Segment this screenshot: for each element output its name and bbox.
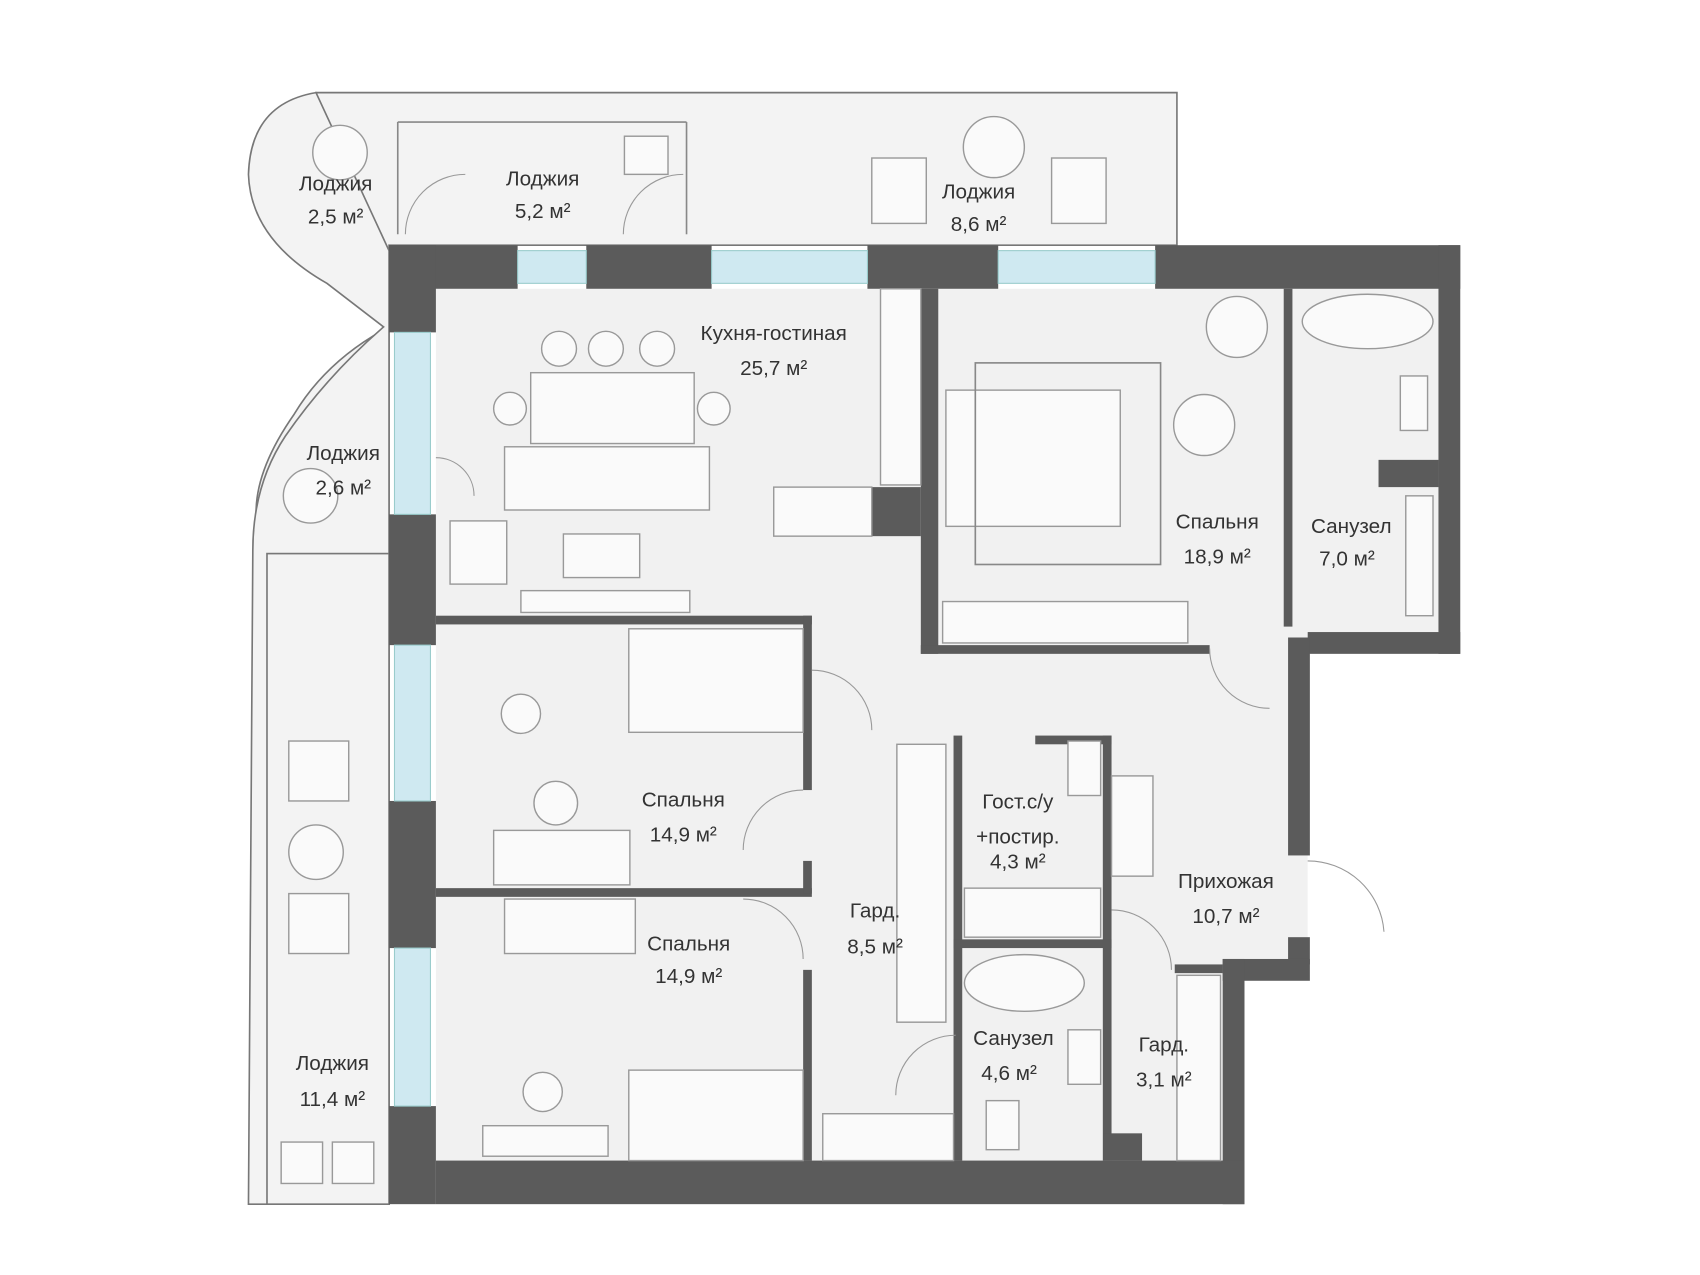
bed-master: [945, 389, 1121, 528]
furniture: [280, 115, 1434, 1185]
walls: [389, 245, 1461, 1205]
svg-text:Санузел: Санузел: [973, 1027, 1054, 1050]
svg-text:5,2 м²: 5,2 м²: [515, 200, 571, 223]
svg-text:14,9 м²: 14,9 м²: [655, 965, 722, 988]
svg-text:Спальня: Спальня: [1176, 511, 1259, 534]
dining-table: [529, 371, 695, 445]
svg-text:11,4 м²: 11,4 м²: [300, 1088, 366, 1111]
svg-text:+постир.: +постир.: [976, 825, 1059, 848]
svg-text:8,6 м²: 8,6 м²: [951, 213, 1007, 236]
bathtub: [1301, 293, 1434, 350]
room-label-guest-wc: Гост.с/у +постир. 4,3 м²: [976, 791, 1059, 874]
armchair: [449, 520, 508, 585]
svg-text:8,5 м²: 8,5 м²: [847, 936, 903, 959]
bed-2: [628, 628, 804, 734]
svg-text:Кухня-гостиная: Кухня-гостиная: [701, 322, 847, 345]
room-label-loggia-2: Лоджия 5,2 м²: [506, 167, 579, 223]
room-label-bathroom-1: Санузел 7,0 м²: [1311, 515, 1392, 571]
svg-text:Спальня: Спальня: [647, 932, 730, 955]
room-label-hallway: Прихожая 10,7 м²: [1178, 870, 1274, 928]
svg-text:Гард.: Гард.: [1139, 1034, 1189, 1057]
svg-text:7,0 м²: 7,0 м²: [1319, 548, 1375, 571]
svg-text:14,9 м²: 14,9 м²: [650, 823, 717, 846]
desk: [492, 829, 631, 886]
loggia-left-inner: [266, 552, 390, 1205]
bed-3: [628, 1069, 804, 1162]
wardrobe-hall: [896, 743, 947, 1023]
room-label-bedroom-3: Спальня 14,9 м²: [647, 932, 730, 988]
svg-text:Гост.с/у: Гост.с/у: [982, 791, 1054, 814]
svg-text:2,6 м²: 2,6 м²: [315, 477, 371, 500]
svg-text:Лоджия: Лоджия: [506, 167, 579, 190]
svg-text:25,7 м²: 25,7 м²: [740, 357, 807, 380]
svg-text:10,7 м²: 10,7 м²: [1192, 905, 1259, 928]
desk-2: [503, 898, 637, 955]
windows: [393, 250, 1156, 1107]
stove: [773, 486, 873, 537]
room-label-bedroom-2: Спальня 14,9 м²: [642, 788, 725, 846]
room-label-loggia-1: Лоджия 2,5 м²: [299, 173, 372, 229]
doors: [404, 173, 1385, 1096]
tv-stand: [520, 589, 691, 614]
svg-text:Прихожая: Прихожая: [1178, 870, 1274, 893]
svg-text:3,1 м²: 3,1 м²: [1136, 1068, 1192, 1091]
room-label-kitchen-living: Кухня-гостиная 25,7 м²: [701, 322, 847, 380]
rug: [974, 362, 1162, 566]
room-label-loggia-5: Лоджия 11,4 м²: [296, 1052, 369, 1111]
svg-text:Лоджия: Лоджия: [296, 1052, 369, 1075]
svg-text:Лоджия: Лоджия: [307, 442, 380, 465]
svg-text:Санузел: Санузел: [1311, 515, 1392, 538]
coffee-table: [562, 533, 641, 579]
room-label-loggia-3: Лоджия 8,6 м²: [942, 180, 1015, 236]
room-labels: Лоджия 2,5 м² Лоджия 5,2 м² Лоджия 8,6 м² К…: [296, 167, 1392, 1111]
sofa: [503, 446, 711, 511]
wardrobe: [941, 600, 1189, 644]
room-label-wardrobe-2: Гард. 3,1 м²: [1136, 1034, 1192, 1092]
room-label-bathroom-2: Санузел 4,6 м²: [973, 1027, 1054, 1085]
room-label-master-bedroom: Спальня 18,9 м²: [1176, 511, 1259, 569]
svg-text:4,3 м²: 4,3 м²: [990, 851, 1046, 874]
room-label-wardrobe-1: Гард. 8,5 м²: [847, 900, 903, 959]
kitchen-counter: [879, 288, 922, 486]
svg-text:Спальня: Спальня: [642, 788, 725, 811]
svg-text:18,9 м²: 18,9 м²: [1184, 545, 1251, 568]
room-label-loggia-4: Лоджия 2,6 м²: [307, 442, 380, 500]
svg-text:Гард.: Гард.: [850, 900, 900, 923]
svg-text:Лоджия: Лоджия: [299, 173, 372, 196]
svg-text:4,6 м²: 4,6 м²: [981, 1062, 1037, 1085]
svg-text:2,5 м²: 2,5 м²: [308, 205, 364, 228]
svg-text:Лоджия: Лоджия: [942, 180, 1015, 203]
